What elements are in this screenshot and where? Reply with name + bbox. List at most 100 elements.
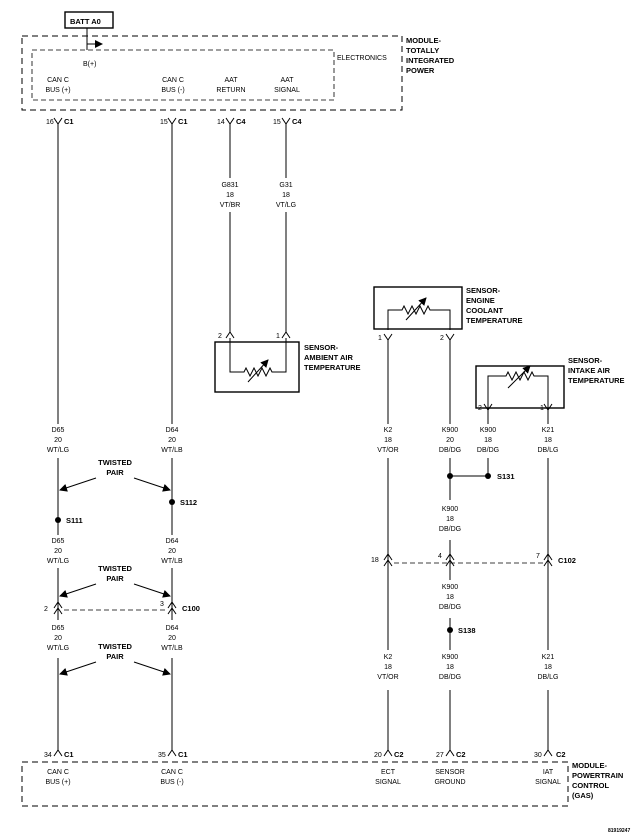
d64-a-color: WT/LB [161, 447, 183, 454]
k2-a-gauge: 18 [384, 437, 392, 444]
top-pin-16: 16 [46, 119, 54, 126]
iat-sensor-title-3: TEMPERATURE [568, 376, 625, 385]
aat-sensor-conn-a [225, 331, 235, 339]
bottom-pin-20: 20 [374, 752, 382, 759]
top-conn-sym-4 [281, 117, 291, 130]
tipm-pin-canc-plus-1: CAN C [47, 77, 69, 84]
twisted-pair-2-arrow-left [59, 583, 97, 598]
aat-wire-2-gauge: 18 [282, 192, 290, 199]
bottom-conn-sym-5 [543, 749, 553, 757]
ect-thermistor [387, 304, 451, 330]
k900-d-color: DB/DG [439, 604, 461, 611]
bottom-pin-34: 34 [44, 752, 52, 759]
top-pin-15-c4: 15 [273, 119, 281, 126]
pcm-title-1: MODULE- [572, 761, 607, 770]
k900-a-color: DB/DG [439, 447, 461, 454]
iat-sensor-box [475, 365, 565, 409]
iat-thermistor [487, 370, 549, 409]
pcm-pin-canc-plus-2: BUS (+) [45, 779, 70, 786]
ect-conn-a [383, 333, 393, 346]
k2-a-id: K2 [384, 427, 393, 434]
iat-conn-a [483, 403, 493, 416]
pcm-pin-iat-1: IAT [543, 769, 554, 776]
d65-b-color: WT/LG [47, 558, 69, 565]
bottom-conn-sym-2 [167, 749, 177, 757]
bottom-conn-c2-c: C2 [556, 750, 566, 759]
bottom-pin-27: 27 [436, 752, 444, 759]
d64-a-gauge: 20 [168, 437, 176, 444]
bottom-conn-c2-b: C2 [456, 750, 466, 759]
aat-sensor-pin-1: 1 [276, 333, 280, 340]
d65-a-id: D65 [52, 427, 65, 434]
k900-d-id: K900 [442, 584, 458, 591]
pcm-title-2: POWERTRAIN [572, 771, 623, 780]
c100-conn-a [53, 601, 63, 615]
d64-b-gauge: 20 [168, 548, 176, 555]
s131-splice-dot [485, 473, 491, 479]
k900-c-gauge: 18 [446, 516, 454, 523]
d65-a-gauge: 20 [54, 437, 62, 444]
iat-conn-b [543, 403, 553, 416]
d64-a-id: D64 [166, 427, 179, 434]
tipm-pin-canc-minus-1: CAN C [162, 77, 184, 84]
k21-b-id: K21 [542, 654, 555, 661]
ect-conn-b [445, 333, 455, 346]
c102-conn-k21 [543, 553, 553, 567]
s111-label: S111 [66, 516, 83, 525]
tipm-outline [21, 35, 403, 111]
tipm-pin-aat-return-2: RETURN [216, 87, 245, 94]
bottom-conn-sym-3 [383, 749, 393, 757]
pcm-title-3: CONTROL [572, 781, 609, 790]
d64-b-id: D64 [166, 538, 179, 545]
aat-wire-2-color: VT/LG [276, 202, 296, 209]
s138-splice-dot [447, 627, 453, 633]
bottom-conn-sym-4 [445, 749, 455, 757]
k900-c-id: K900 [442, 506, 458, 513]
tipm-pin-aat-signal-2: SIGNAL [274, 87, 300, 94]
ect-sensor-title-4: TEMPERATURE [466, 316, 523, 325]
k2-b-color: VT/OR [377, 674, 398, 681]
aat-wire-1-gauge: 18 [226, 192, 234, 199]
k900-d-gauge: 18 [446, 594, 454, 601]
twisted-pair-2-l1: TWISTED [98, 564, 132, 573]
k900-e-id: K900 [442, 654, 458, 661]
d65-c-id: D65 [52, 625, 65, 632]
iat-thermistor-arrow [507, 365, 531, 389]
twisted-pair-1-l2: PAIR [106, 468, 124, 477]
k900-b-gauge: 18 [484, 437, 492, 444]
pcm-pin-canc-plus-1: CAN C [47, 769, 69, 776]
twisted-pair-2-arrow-right [133, 583, 171, 598]
aat-thermistor-arrow [247, 359, 269, 383]
aat-wire-1-id: G831 [221, 182, 238, 189]
pcm-pin-iat-2: SIGNAL [535, 779, 561, 786]
k21-a-gauge: 18 [544, 437, 552, 444]
c100-pin-2: 2 [44, 606, 48, 613]
tipm-pin-aat-signal-1: AAT [280, 77, 294, 84]
s131-splice-node [447, 473, 453, 479]
k900-a-gauge: 20 [446, 437, 454, 444]
top-conn-sym-2 [167, 117, 177, 130]
d65-c-color: WT/LG [47, 645, 69, 652]
bottom-conn-c2-a: C2 [394, 750, 404, 759]
k2-b-gauge: 18 [384, 664, 392, 671]
s112-label: S112 [180, 498, 197, 507]
aat-sensor-pin-2: 2 [218, 333, 222, 340]
ect-sensor-pin-2: 2 [440, 335, 444, 342]
bottom-conn-c1-b: C1 [178, 750, 188, 759]
k21-a-id: K21 [542, 427, 555, 434]
c102-label: C102 [558, 556, 576, 565]
batt-a0-box [64, 11, 114, 29]
aat-sensor-title-1: SENSOR- [304, 343, 339, 352]
aat-sensor-conn-b [281, 331, 291, 339]
c100-pin-3: 3 [160, 601, 164, 608]
d64-c-color: WT/LB [161, 645, 183, 652]
twisted-pair-2-l2: PAIR [106, 574, 124, 583]
k21-b-color: DB/LG [537, 674, 558, 681]
top-conn-sym-1 [53, 117, 63, 130]
aat-sensor-title-3: TEMPERATURE [304, 363, 361, 372]
bottom-pin-35: 35 [158, 752, 166, 759]
pcm-pin-canc-minus-1: CAN C [161, 769, 183, 776]
twisted-pair-3-l2: PAIR [106, 652, 124, 661]
figure-id: 81919247 [608, 828, 630, 834]
